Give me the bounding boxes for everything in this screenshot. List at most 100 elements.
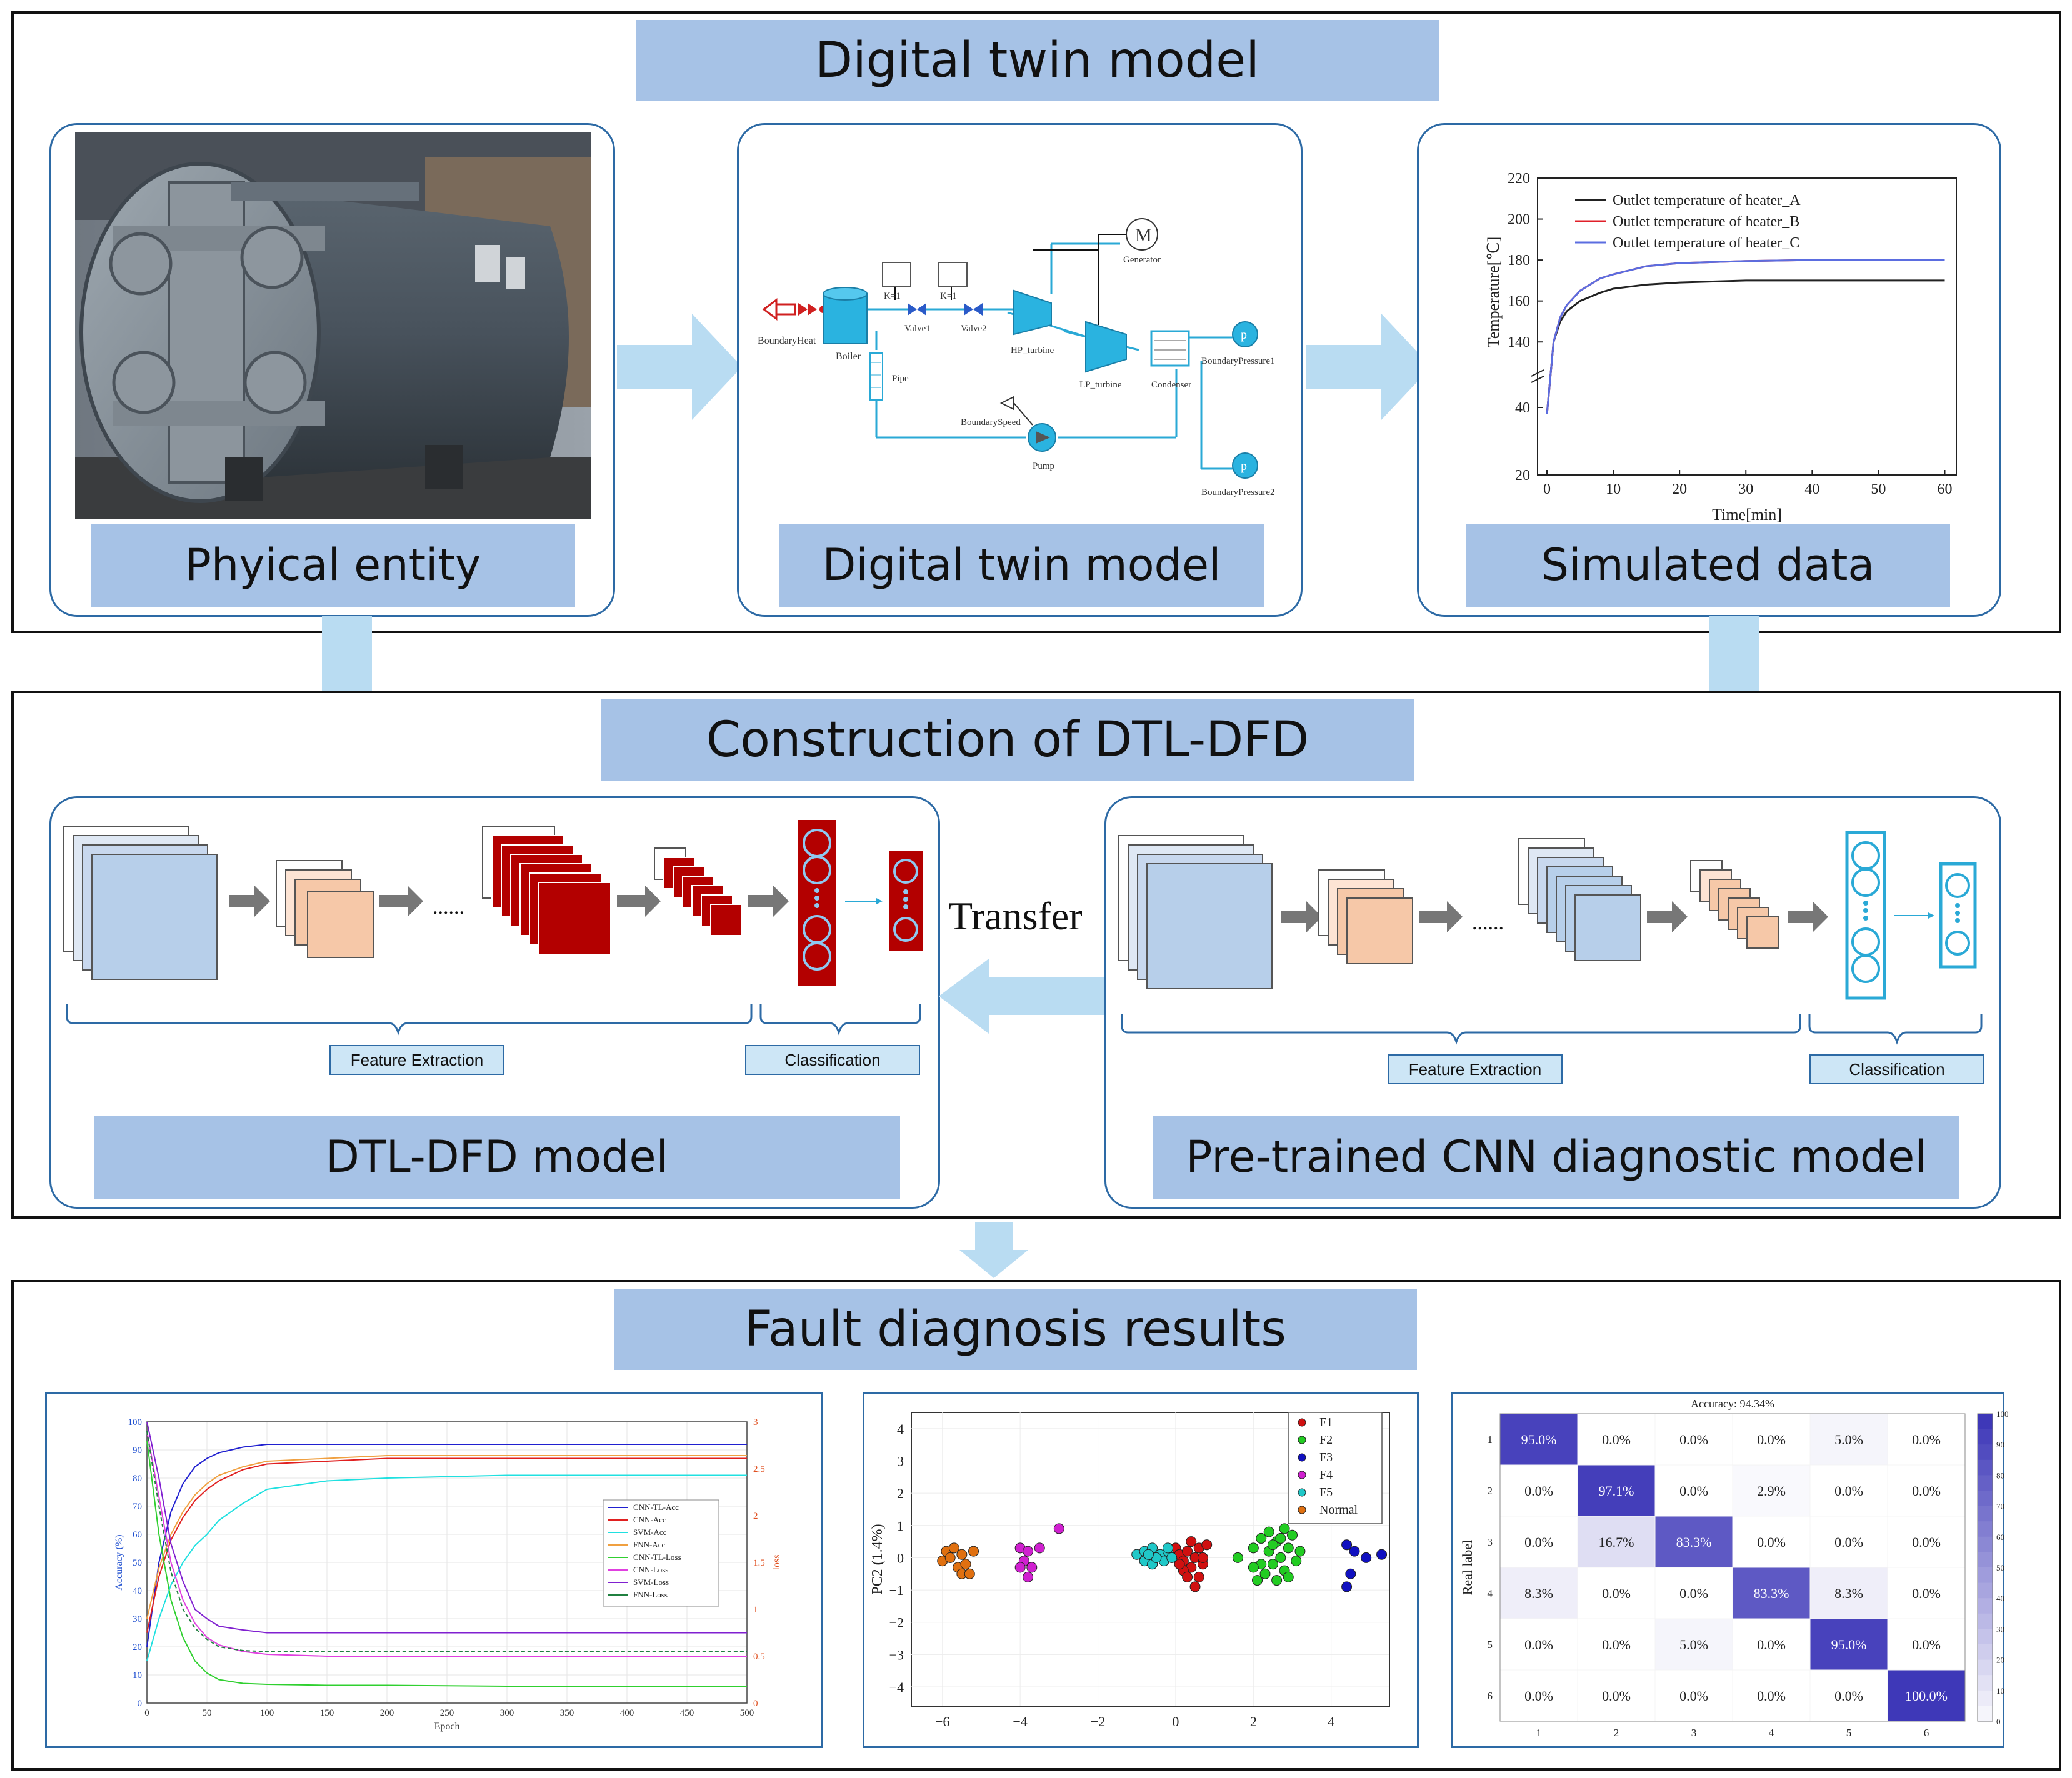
matrix-cell-label: 0.0% <box>1757 1534 1786 1550</box>
legend-label-5: CNN-Loss <box>633 1565 668 1574</box>
x-tick-label: 350 <box>560 1708 574 1718</box>
legend-label-1: F2 <box>1319 1433 1333 1447</box>
x-tick-label: 5 <box>1846 1727 1852 1739</box>
x-tick-label: 300 <box>500 1708 514 1718</box>
x-tick-label: 3 <box>1691 1727 1697 1739</box>
scatter-point-F4 <box>1034 1542 1045 1554</box>
legend-label-4: CNN-TL-Loss <box>633 1552 681 1562</box>
series-line-6 <box>146 1421 747 1634</box>
classification-label-left: Classification <box>745 1045 920 1075</box>
y-tick-label: 2 <box>1488 1485 1493 1497</box>
arrow-down-results <box>959 1222 1028 1278</box>
digital-twin-model-card: BoundaryHeat Boiler K=1 K=1 Valve1 Valve… <box>737 123 1303 617</box>
scatter-point-F2 <box>1259 1568 1271 1579</box>
y-tick-label: 60 <box>133 1530 142 1540</box>
transfer-arrow-icon <box>939 959 1114 1034</box>
legend-label-0: F1 <box>1319 1416 1333 1429</box>
section-title: Fault diagnosis results <box>744 1301 1286 1357</box>
legend-label-3: FNN-Acc <box>633 1540 665 1549</box>
legend-marker-0 <box>1298 1418 1306 1427</box>
boundary-speed-label: BoundarySpeed <box>961 417 1021 427</box>
x-tick-label: 0 <box>1172 1714 1179 1729</box>
scatter-point-F2 <box>1267 1539 1278 1551</box>
matrix-cell-label: 8.3% <box>1524 1586 1553 1601</box>
scatter-point-F2 <box>1232 1552 1243 1563</box>
matrix-cell-label: 16.7% <box>1599 1534 1634 1550</box>
series-line-3 <box>146 1455 747 1619</box>
matrix-cell-label: 0.0% <box>1679 1483 1708 1499</box>
matrix-cell <box>1732 1516 1811 1568</box>
legend-label-4: F5 <box>1319 1486 1333 1499</box>
construction-section: Construction of DTL-DFD ...... <box>11 691 2061 1219</box>
legend-label-1: CNN-Acc <box>633 1515 666 1524</box>
scatter-point-Normal <box>964 1568 975 1579</box>
scatter-point-F1 <box>1186 1536 1197 1547</box>
y-tick-label: 0 <box>138 1699 143 1709</box>
scatter-point-F1 <box>1182 1571 1193 1582</box>
matrix-cell <box>1809 1567 1888 1619</box>
legend-label-3: F4 <box>1319 1468 1333 1482</box>
x-tick-label: 250 <box>440 1708 454 1718</box>
digital-twin-section: Digital twin model <box>11 11 2061 633</box>
matrix-cell-label: 0.0% <box>1834 1483 1863 1499</box>
series-line-1 <box>1546 259 1945 414</box>
matrix-cell-label: 2.9% <box>1757 1483 1786 1499</box>
scatter-point-F4 <box>1023 1546 1034 1557</box>
scatter-point-F2 <box>1283 1571 1294 1582</box>
matrix-cell-label: 0.0% <box>1834 1534 1863 1550</box>
scatter-point-F5 <box>1143 1549 1154 1560</box>
y-tick-label: 2 <box>897 1486 904 1501</box>
scatter-point-F2 <box>1248 1542 1259 1554</box>
results-banner: Fault diagnosis results <box>614 1289 1417 1370</box>
y-tick-label: 4 <box>897 1421 904 1437</box>
matrix-cell-label: 0.0% <box>1679 1432 1708 1447</box>
physical-entity-label: Phyical entity <box>91 524 575 607</box>
x-tick-label: 60 <box>1938 481 1953 497</box>
matrix-cell-label: 5.0% <box>1834 1432 1863 1447</box>
y2-tick-label: 1.5 <box>753 1558 765 1568</box>
y-tick-label: 10 <box>133 1671 142 1681</box>
scatter-point-Normal <box>948 1542 959 1554</box>
plot-frame <box>1537 177 1957 476</box>
scatter-point-F1 <box>1201 1539 1213 1551</box>
x-tick-label: 6 <box>1924 1727 1929 1739</box>
matrix-cell-label: 83.3% <box>1676 1534 1712 1550</box>
matrix-cell <box>1654 1669 1733 1722</box>
colorbar-segment <box>1978 1582 1993 1599</box>
y-axis-label: Real label <box>1459 1540 1475 1596</box>
matrix-cell-label: 97.1% <box>1599 1483 1634 1499</box>
series-line-1 <box>146 1457 747 1633</box>
colorbar-tick-label: 20 <box>1996 1656 2004 1665</box>
physical-entity-card: Phyical entity <box>49 123 615 617</box>
matrix-cell <box>1577 1464 1656 1517</box>
matrix-cell-label: 0.0% <box>1524 1688 1553 1704</box>
colorbar-tick-label: 10 <box>1996 1686 2004 1696</box>
y-axis-label: Accuracy (%) <box>114 1534 124 1590</box>
scatter-point-F2 <box>1256 1532 1267 1544</box>
matrix-cell <box>1887 1464 1966 1517</box>
transfer-label: Transfer <box>948 894 1083 938</box>
colorbar-tick-label: 100 <box>1996 1409 2009 1419</box>
y-tick-label: −4 <box>889 1679 904 1695</box>
colorbar-segment <box>1978 1506 1993 1522</box>
series-line-2 <box>146 1474 747 1661</box>
dtl-dfd-network: ...... <box>63 820 923 1036</box>
boiler-label: Boiler <box>836 351 861 362</box>
colorbar-tick-label: 40 <box>1996 1594 2004 1603</box>
matrix-cell <box>1577 1669 1656 1722</box>
legend-label-2: SVM-Acc <box>633 1527 667 1537</box>
legend-marker-5 <box>1298 1506 1306 1514</box>
matrix-cell-label: 0.0% <box>1602 1432 1631 1447</box>
matrix-cell-label: 0.0% <box>1912 1432 1941 1447</box>
y-tick-label: 20 <box>1515 467 1530 484</box>
plot-frame <box>911 1412 1390 1707</box>
x-tick-label: 30 <box>1738 481 1753 497</box>
scatter-point-F1 <box>1182 1546 1193 1557</box>
scatter-point-F2 <box>1294 1546 1306 1557</box>
y-tick-label: 4 <box>1488 1587 1493 1599</box>
matrix-cell <box>1654 1464 1733 1517</box>
matrix-cell-label: 0.0% <box>1602 1637 1631 1652</box>
matrix-cell <box>1577 1413 1656 1466</box>
